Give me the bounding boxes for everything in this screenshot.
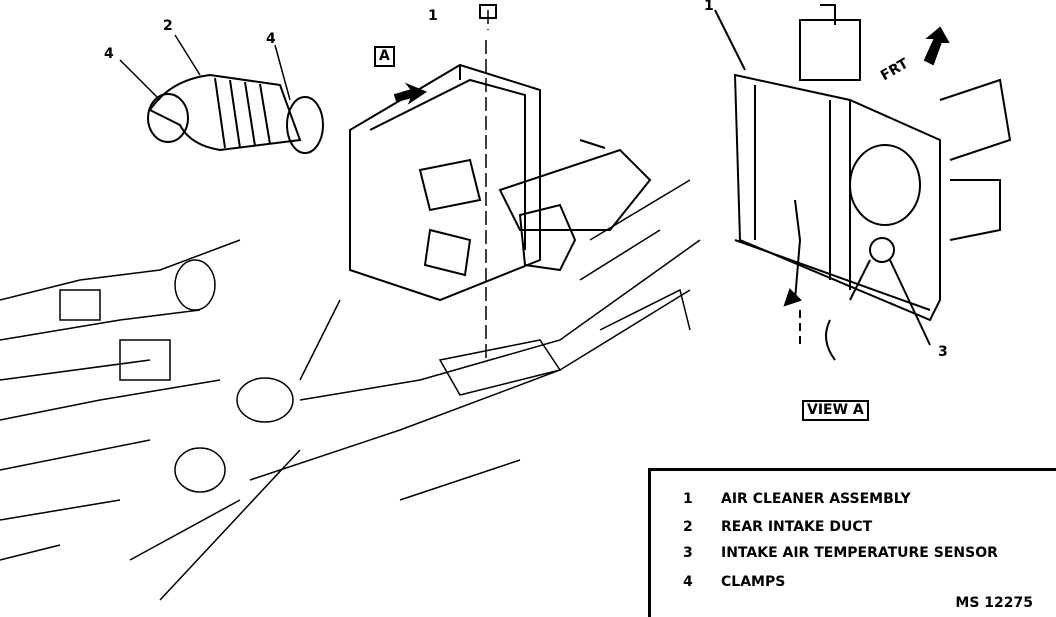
- callout-1-assembly: 1: [428, 8, 438, 24]
- view-a-marker: A: [374, 46, 395, 67]
- air-cleaner-assembly: [349, 63, 652, 302]
- callout-4-clamp-right: 4: [266, 31, 276, 47]
- legend-label: AIR CLEANER ASSEMBLY: [721, 491, 911, 507]
- callout-1-view-a: 1: [704, 0, 714, 14]
- rear-intake-duct: [148, 73, 302, 152]
- view-a-assembly: [714, 4, 1012, 361]
- legend-item: 4 CLAMPS: [683, 574, 785, 590]
- figure-code: MS 12275: [955, 595, 1033, 611]
- legend-label: REAR INTAKE DUCT: [721, 519, 873, 535]
- legend-item: 2 REAR INTAKE DUCT: [683, 519, 872, 535]
- legend-num: 3: [683, 545, 693, 561]
- callout-4-clamp-left: 4: [104, 46, 114, 62]
- clamp-left: [147, 93, 189, 143]
- legend-num: 4: [683, 574, 693, 590]
- engine-bay: [0, 179, 701, 601]
- legend-num: 1: [683, 491, 693, 507]
- legend-label: INTAKE AIR TEMPERATURE SENSOR: [721, 545, 998, 561]
- legend-num: 2: [683, 519, 693, 535]
- view-a-label: VIEW A: [802, 400, 869, 421]
- callout-2-duct: 2: [163, 18, 173, 34]
- legend-label: CLAMPS: [721, 574, 786, 590]
- clamp-right: [286, 96, 324, 154]
- legend-item: 3 INTAKE AIR TEMPERATURE SENSOR: [683, 545, 998, 561]
- callout-3-sensor: 3: [938, 344, 948, 360]
- legend-item: 1 AIR CLEANER ASSEMBLY: [683, 491, 911, 507]
